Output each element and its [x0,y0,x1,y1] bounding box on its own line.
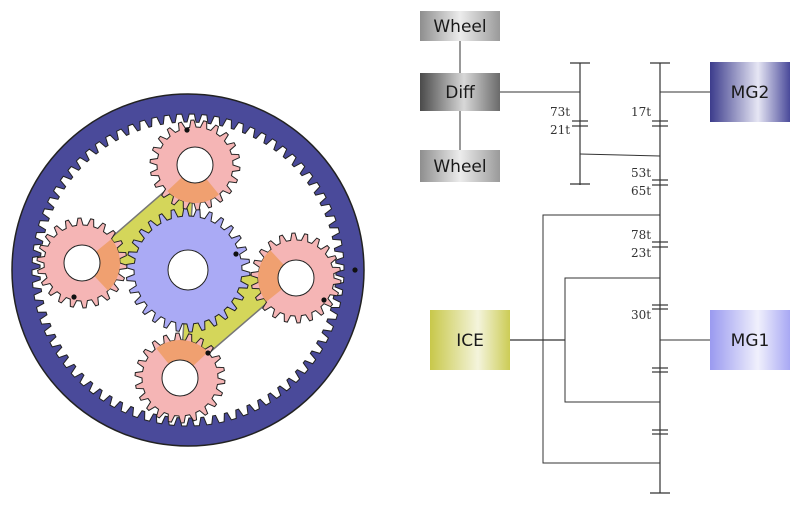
wheel-icon [420,150,500,182]
sun-gear-marker [233,251,239,257]
planet-gear [149,119,241,211]
tooth-count-23t: 23t [631,246,651,260]
tooth-count-30t: 30t [631,308,651,322]
wheel-top-label: Wheel [433,17,486,37]
wheel-icon [420,11,500,41]
wheel-bottom-box: Wheel [420,150,500,182]
planet-gear-marker [71,294,77,300]
planet-mesh-sector [167,165,219,204]
tooth-count-53t: 53t [631,166,651,180]
engine-icon [430,310,510,370]
differential-icon [420,73,500,111]
motor-generator-icon [710,310,790,370]
mg2-box: MG2 [710,62,790,122]
mg2-label: MG2 [731,83,770,103]
diff-box: Diff [420,73,500,111]
planet-gear-hub [176,146,214,184]
tooth-count-labels: 73t 21t 17t 53t 65t 78t 23t 30t [550,105,651,322]
planet-gear-hub [277,259,315,297]
planet-gears [36,119,342,424]
mg1-box: MG1 [710,310,790,370]
planet-gear-hub [161,359,199,397]
ice-label: ICE [456,331,484,351]
planet-gear-marker [184,127,190,133]
planet-mesh-sector [257,250,296,302]
sun-gear-hub [167,249,209,291]
planetary-gear-set [11,93,365,447]
motor-generator-icon [710,62,790,122]
planet-gear-hub [63,244,101,282]
wheel-top-box: Wheel [420,11,500,41]
ring-gear-marker [352,267,358,273]
planet-gear-marker [205,350,211,356]
tooth-count-17t: 17t [631,105,651,119]
tooth-count-65t: 65t [631,184,651,198]
mg1-label: MG1 [731,331,770,351]
tooth-count-78t: 78t [631,228,651,242]
planet-gear [250,232,342,324]
ice-box: ICE [430,310,510,370]
schematic-connections [459,40,712,494]
planet-gear [36,217,128,309]
tooth-count-73t: 73t [550,105,570,119]
planet-mesh-sector [82,238,121,291]
wheel-bottom-label: Wheel [433,157,486,177]
planet-gear-marker [321,297,327,303]
planet-mesh-sector [156,339,208,378]
tooth-count-21t: 21t [550,123,570,137]
diff-label: Diff [445,83,476,103]
planet-gear [134,332,226,424]
